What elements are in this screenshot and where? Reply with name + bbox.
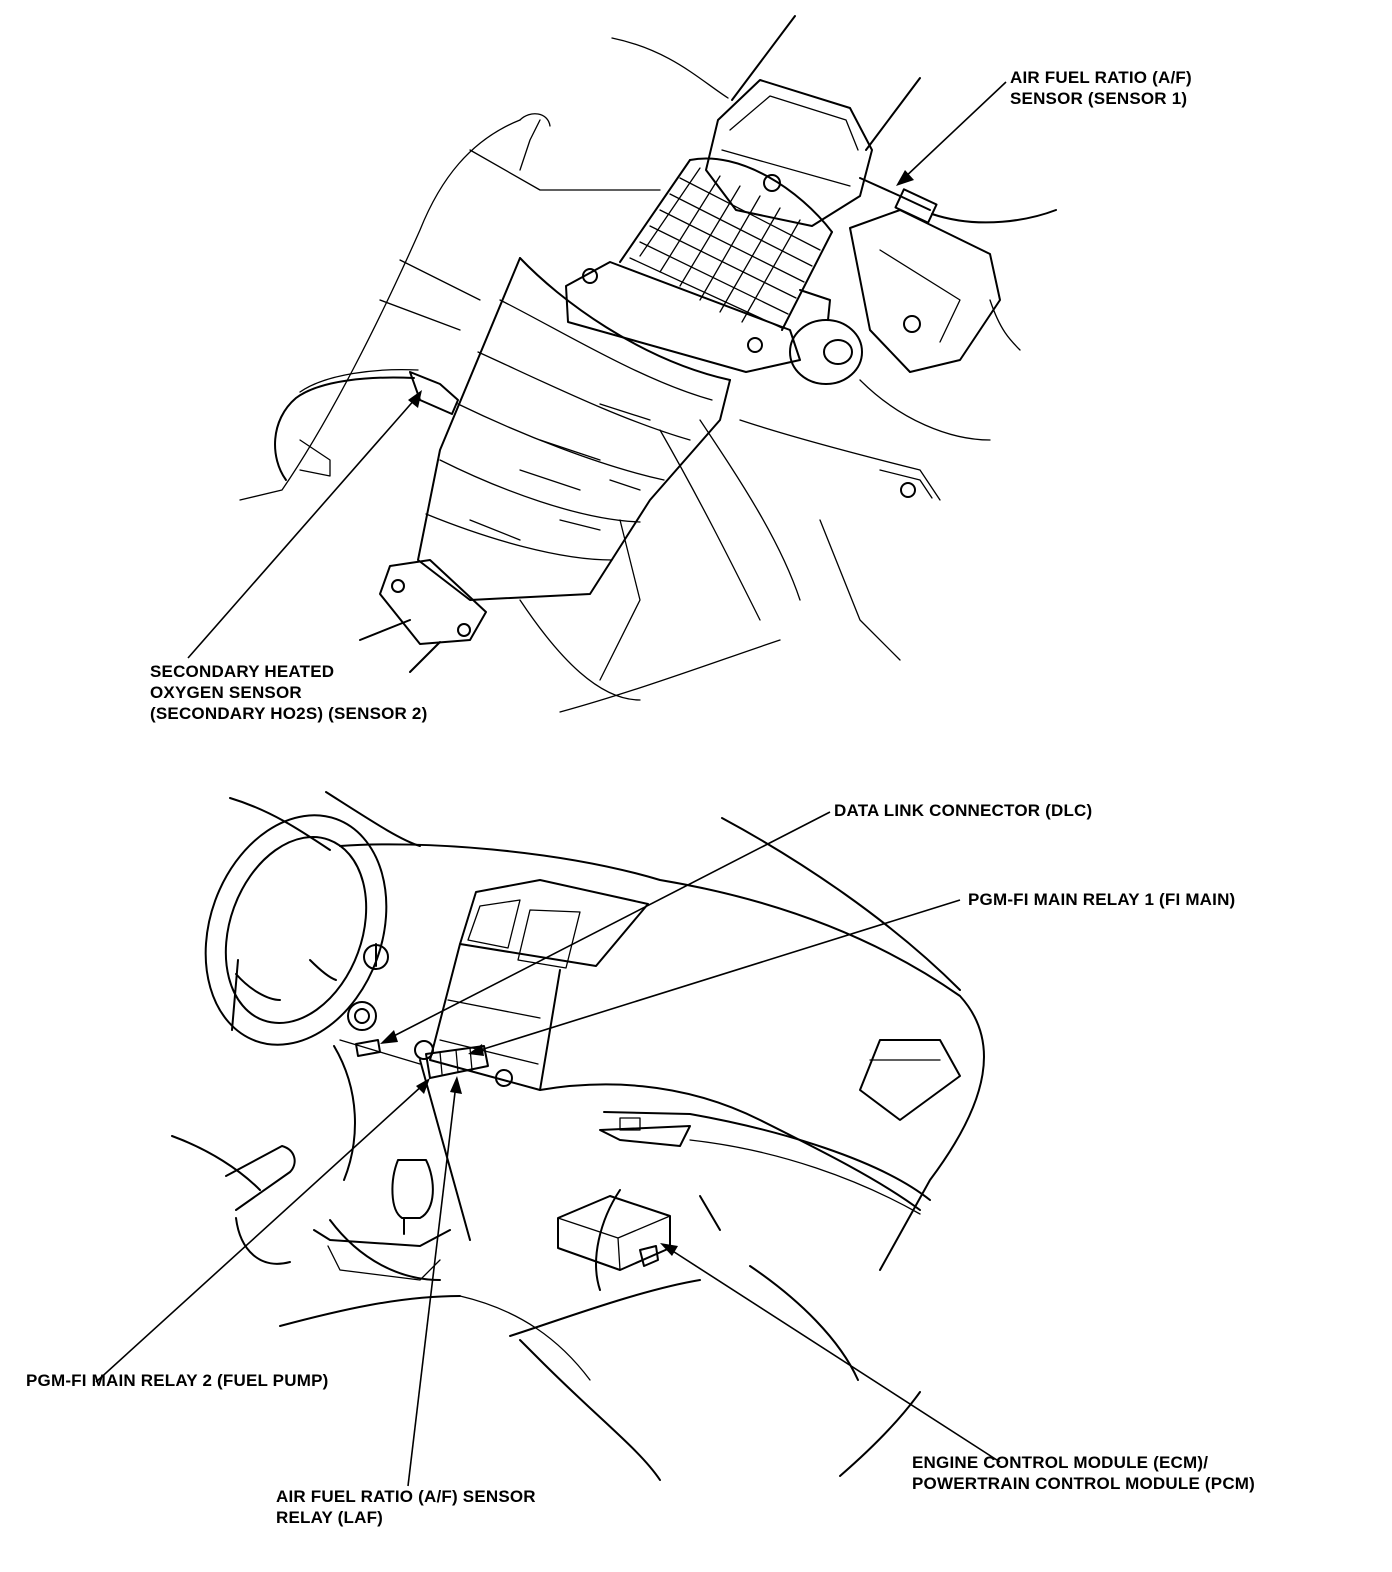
callout-leaders xyxy=(95,81,1007,1487)
label-dlc: DATA LINK CONNECTOR (DLC) xyxy=(834,800,1092,821)
label-line: SENSOR (SENSOR 1) xyxy=(1010,89,1188,108)
label-line: OXYGEN SENSOR xyxy=(150,683,302,702)
label-line: AIR FUEL RATIO (A/F) xyxy=(1010,68,1192,87)
dashboard-drawing xyxy=(171,791,985,1481)
label-line: SECONDARY HEATED xyxy=(150,662,335,681)
label-fi-main-relay-2: PGM-FI MAIN RELAY 2 (FUEL PUMP) xyxy=(26,1370,328,1391)
label-line: DATA LINK CONNECTOR (DLC) xyxy=(834,801,1093,820)
label-line: RELAY (LAF) xyxy=(276,1508,384,1527)
label-secondary-ho2s: SECONDARY HEATED OXYGEN SENSOR (SECONDAR… xyxy=(150,661,427,724)
label-line: AIR FUEL RATIO (A/F) SENSOR xyxy=(276,1487,536,1506)
label-af-sensor-relay: AIR FUEL RATIO (A/F) SENSOR RELAY (LAF) xyxy=(276,1486,536,1528)
label-line: (SECONDARY HO2S) (SENSOR 2) xyxy=(150,704,428,723)
label-af-sensor-1: AIR FUEL RATIO (A/F) SENSOR (SENSOR 1) xyxy=(1010,67,1192,109)
label-line: ENGINE CONTROL MODULE (ECM)/ xyxy=(912,1453,1209,1472)
label-line: POWERTRAIN CONTROL MODULE (PCM) xyxy=(912,1474,1256,1493)
label-line: PGM-FI MAIN RELAY 1 (FI MAIN) xyxy=(968,890,1236,909)
label-fi-main-relay-1: PGM-FI MAIN RELAY 1 (FI MAIN) xyxy=(968,889,1235,910)
label-ecm-pcm: ENGINE CONTROL MODULE (ECM)/ POWERTRAIN … xyxy=(912,1452,1255,1494)
label-line: PGM-FI MAIN RELAY 2 (FUEL PUMP) xyxy=(26,1371,329,1390)
exhaust-assembly-drawing xyxy=(239,15,1057,713)
